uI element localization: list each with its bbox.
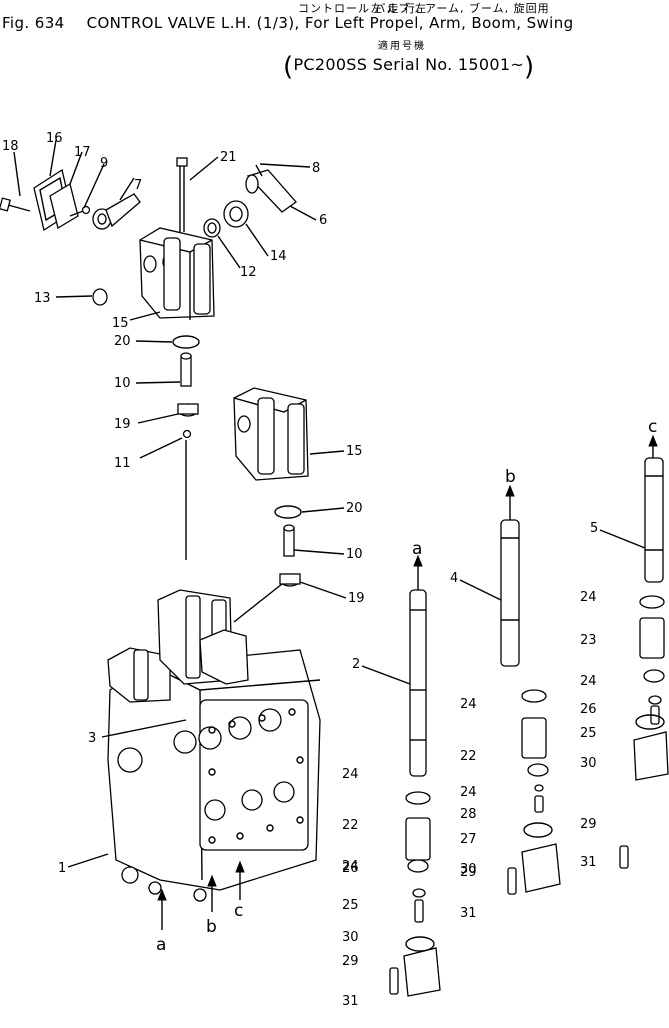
- callout-29-left: 29: [342, 954, 359, 969]
- spring-stack-middle: [507, 689, 561, 895]
- o-ring-20-middle: [274, 505, 302, 519]
- spool-2: [409, 554, 427, 777]
- plunger-10-top: [180, 352, 192, 387]
- callout-29-right: 29: [580, 817, 597, 832]
- callout-30-left: 30: [342, 930, 359, 945]
- screw-9: [69, 205, 91, 217]
- bolt-21: [176, 157, 188, 232]
- callout-24-right-bottom: 24: [580, 674, 597, 689]
- callout-29-middle: 29: [460, 865, 477, 880]
- serial-number-line: (PC200SS Serial No. 15001~): [283, 47, 534, 82]
- leader-lines: [13, 139, 646, 868]
- gasket-17: [49, 182, 79, 230]
- callout-10-top: 10: [114, 376, 131, 391]
- callout-9: 9: [100, 156, 108, 171]
- housing-on-body-left: [107, 647, 171, 703]
- callout-22-left: 22: [342, 818, 359, 833]
- callout-17: 17: [74, 145, 91, 160]
- callout-24-middle-bottom: 24: [460, 785, 477, 800]
- callout-28: 28: [460, 807, 477, 822]
- ball-11: [182, 429, 192, 560]
- body-b-letter: b: [206, 917, 217, 937]
- seal-19-middle: [233, 573, 301, 623]
- callout-21: 21: [220, 150, 237, 165]
- callout-5: 5: [590, 521, 598, 536]
- japanese-title-right: 左 走 行, アーム, ブーム, 旋回用: [371, 2, 550, 15]
- callout-8: 8: [312, 161, 320, 176]
- callout-15-top: 15: [112, 316, 129, 331]
- callout-23: 23: [580, 633, 597, 648]
- callout-25-right: 25: [580, 726, 597, 741]
- shaft-6: [245, 164, 297, 213]
- callout-12: 12: [240, 265, 257, 280]
- bushing-13: [92, 288, 108, 306]
- bearing-14: [223, 200, 249, 228]
- callout-20-middle: 20: [346, 501, 363, 516]
- spool-4: [500, 484, 520, 667]
- callout-14: 14: [270, 249, 287, 264]
- japanese-title-line: コントロール バルブ 左 左 走 行, アーム, ブーム, 旋回用: [298, 0, 549, 16]
- callout-15-middle: 15: [346, 444, 363, 459]
- callout-16: 16: [46, 131, 63, 146]
- figure-title-text: CONTROL VALVE L.H. (1/3), For Left Prope…: [86, 14, 574, 32]
- o-ring-20-top: [172, 335, 200, 349]
- callout-13: 13: [34, 291, 51, 306]
- callout-25-left: 25: [342, 898, 359, 913]
- body-port-arrows: [157, 860, 245, 930]
- japanese-applicable-label: 適用号機: [378, 41, 426, 52]
- spool-5: [644, 434, 664, 583]
- callout-30-right: 30: [580, 756, 597, 771]
- callout-24-middle-top: 24: [460, 697, 477, 712]
- callout-10-middle: 10: [346, 547, 363, 562]
- callout-19-middle: 19: [348, 591, 365, 606]
- spool-b-letter: b: [505, 467, 516, 487]
- callout-24-left-top: 24: [342, 767, 359, 782]
- figure-number: Fig. 634: [2, 14, 65, 32]
- serial-text: PC200SS Serial No. 15001~: [293, 55, 525, 74]
- callout-7: 7: [134, 178, 142, 193]
- housing-on-body-right: [199, 629, 249, 685]
- callout-11: 11: [114, 456, 131, 471]
- callout-22-middle: 22: [460, 749, 477, 764]
- callout-18: 18: [2, 139, 19, 154]
- callout-26-left: 26: [342, 861, 359, 876]
- spring-stack-left: [389, 791, 441, 997]
- ring-12: [203, 218, 221, 238]
- housing-15-middle: [233, 387, 309, 481]
- body-c-letter: c: [234, 901, 243, 921]
- spool-c-letter: c: [648, 417, 657, 437]
- japanese-title-left: コントロール バルブ 左: [298, 2, 427, 15]
- callout-26-right: 26: [580, 702, 597, 717]
- callout-20-top: 20: [114, 334, 131, 349]
- valve-body-1: [107, 649, 321, 902]
- spool-a-letter: a: [412, 539, 422, 559]
- close-paren: ): [524, 52, 535, 82]
- callout-6: 6: [319, 213, 327, 228]
- callout-4: 4: [450, 571, 458, 586]
- seal-19-top: [177, 403, 199, 417]
- callout-2: 2: [352, 657, 360, 672]
- spring-stack-right: [619, 595, 669, 869]
- body-a-letter: a: [156, 935, 166, 955]
- callout-19-top: 19: [114, 417, 131, 432]
- callout-30-middle: 30: [460, 862, 477, 877]
- callout-1: 1: [58, 861, 66, 876]
- callout-3: 3: [88, 731, 96, 746]
- bolt-18: [0, 197, 31, 212]
- figure-title: Fig. 634 CONTROL VALVE L.H. (1/3), For Le…: [2, 14, 574, 32]
- callout-31-middle: 31: [460, 906, 477, 921]
- callout-27: 27: [460, 832, 477, 847]
- plunger-10-middle: [283, 524, 295, 557]
- housing-15-top: [139, 227, 215, 320]
- callout-24-right-top: 24: [580, 590, 597, 605]
- lever-7: [92, 193, 141, 230]
- open-paren: (: [283, 52, 294, 82]
- callout-24-left-bottom: 24: [342, 859, 359, 874]
- callout-31-left: 31: [342, 994, 359, 1009]
- callout-31-right: 31: [580, 855, 597, 870]
